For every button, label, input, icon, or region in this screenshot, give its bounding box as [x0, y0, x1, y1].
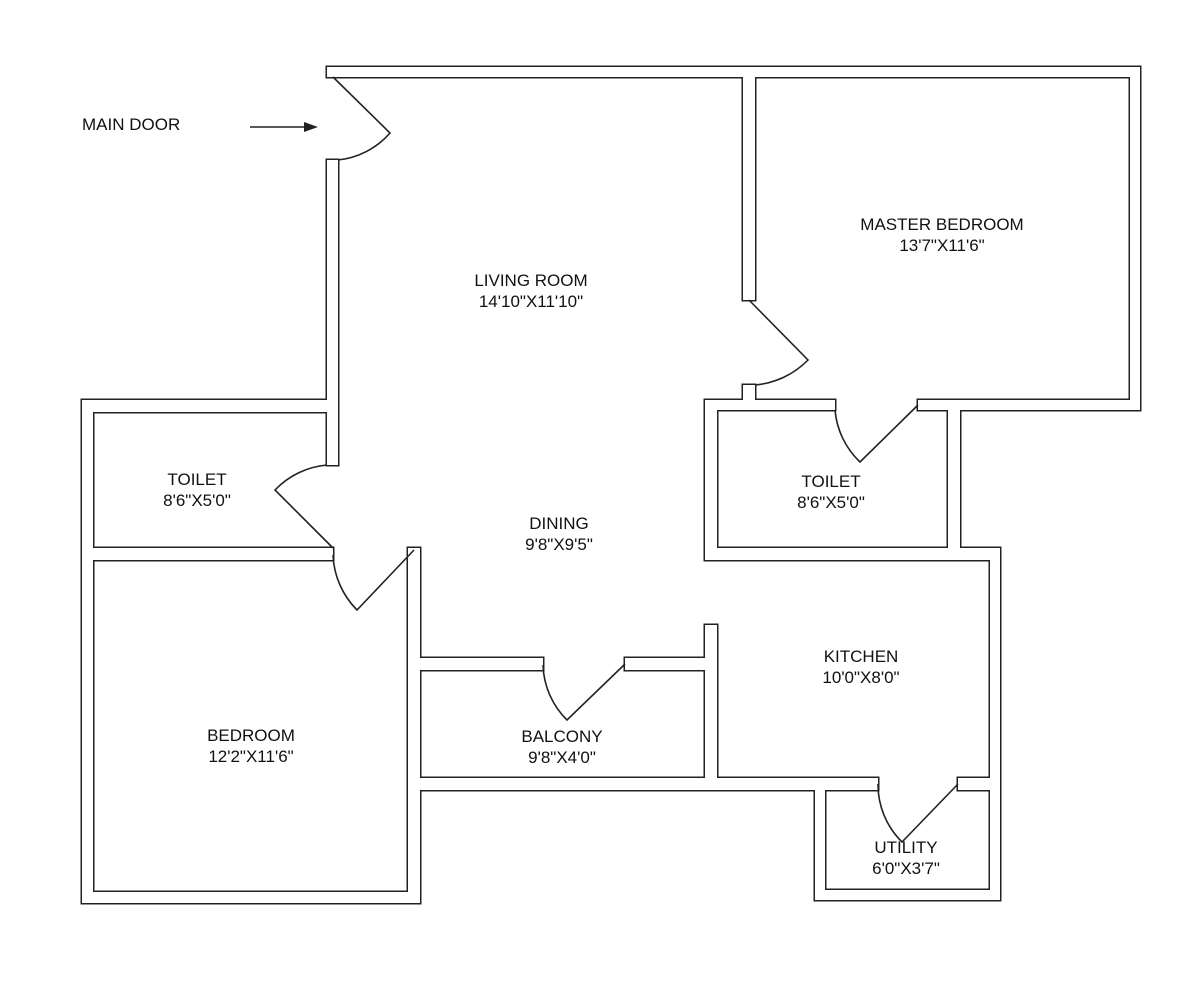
main-door-swing — [332, 76, 392, 161]
room-bedroom: BEDROOM 12'2"X11'6" — [207, 725, 295, 767]
wall — [82, 400, 338, 412]
walls-fill — [82, 67, 1140, 903]
room-dining: DINING 9'8"X9'5" — [525, 513, 593, 555]
room-name: DINING — [529, 514, 589, 533]
room-name: LIVING ROOM — [474, 271, 588, 290]
wall — [705, 548, 1000, 560]
room-size: 8'6"X5'0" — [163, 491, 231, 510]
room-size: 9'8"X9'5" — [525, 535, 593, 554]
room-name: MASTER BEDROOM — [860, 215, 1024, 234]
utility-door-swing — [877, 783, 959, 844]
room-name: TOILET — [167, 470, 227, 489]
wall — [420, 658, 543, 670]
room-kitchen: KITCHEN 10'0"X8'0" — [822, 646, 899, 688]
room-size: 12'2"X11'6" — [208, 747, 294, 766]
room-living: LIVING ROOM 14'10"X11'10" — [474, 270, 587, 312]
room-name: KITCHEN — [823, 647, 899, 666]
wall — [815, 890, 1000, 900]
wall — [990, 548, 1000, 900]
room-balcony: BALCONY 9'8"X4'0" — [521, 726, 602, 768]
wall — [705, 400, 835, 410]
room-size: 10'0"X8'0" — [822, 668, 900, 687]
room-size: 6'0"X3'7" — [872, 859, 940, 878]
room-toilet-right: TOILET 8'6"X5'0" — [797, 471, 865, 513]
doors — [273, 76, 959, 844]
main-door-arrow — [250, 122, 318, 132]
wall — [743, 67, 755, 300]
toilet-right-door-swing — [834, 404, 919, 464]
room-name: BALCONY — [521, 727, 603, 746]
wall — [948, 400, 960, 560]
room-name: UTILITY — [874, 838, 938, 857]
wall — [705, 625, 717, 790]
wall — [82, 400, 93, 903]
room-name: BEDROOM — [207, 726, 295, 745]
wall — [327, 67, 1140, 77]
bedroom-door-swing — [332, 549, 415, 612]
room-size: 14'10"X11'10" — [478, 292, 584, 311]
balcony-door-swing — [542, 663, 626, 722]
wall — [625, 658, 717, 670]
wall — [743, 385, 755, 410]
room-size: 13'7"X11'6" — [899, 236, 985, 255]
wall — [815, 778, 825, 900]
master-bedroom-door-swing — [748, 299, 810, 386]
room-master-bedroom: MASTER BEDROOM 13'7"X11'6" — [860, 214, 1023, 256]
room-utility: UTILITY 6'0"X3'7" — [872, 837, 940, 879]
wall — [1130, 67, 1140, 410]
wall — [958, 778, 1000, 790]
room-size: 8'6"X5'0" — [797, 493, 865, 512]
room-name: TOILET — [801, 472, 861, 491]
wall — [408, 548, 420, 903]
wall — [420, 778, 825, 790]
wall — [82, 548, 333, 560]
wall — [918, 400, 1140, 410]
wall — [327, 160, 338, 465]
wall — [705, 400, 717, 560]
room-toilet-left: TOILET 8'6"X5'0" — [163, 469, 231, 511]
room-size: 9'8"X4'0" — [528, 748, 596, 767]
main-door-label: MAIN DOOR — [82, 115, 181, 134]
wall — [82, 892, 420, 903]
toilet-left-door-swing — [273, 464, 334, 549]
